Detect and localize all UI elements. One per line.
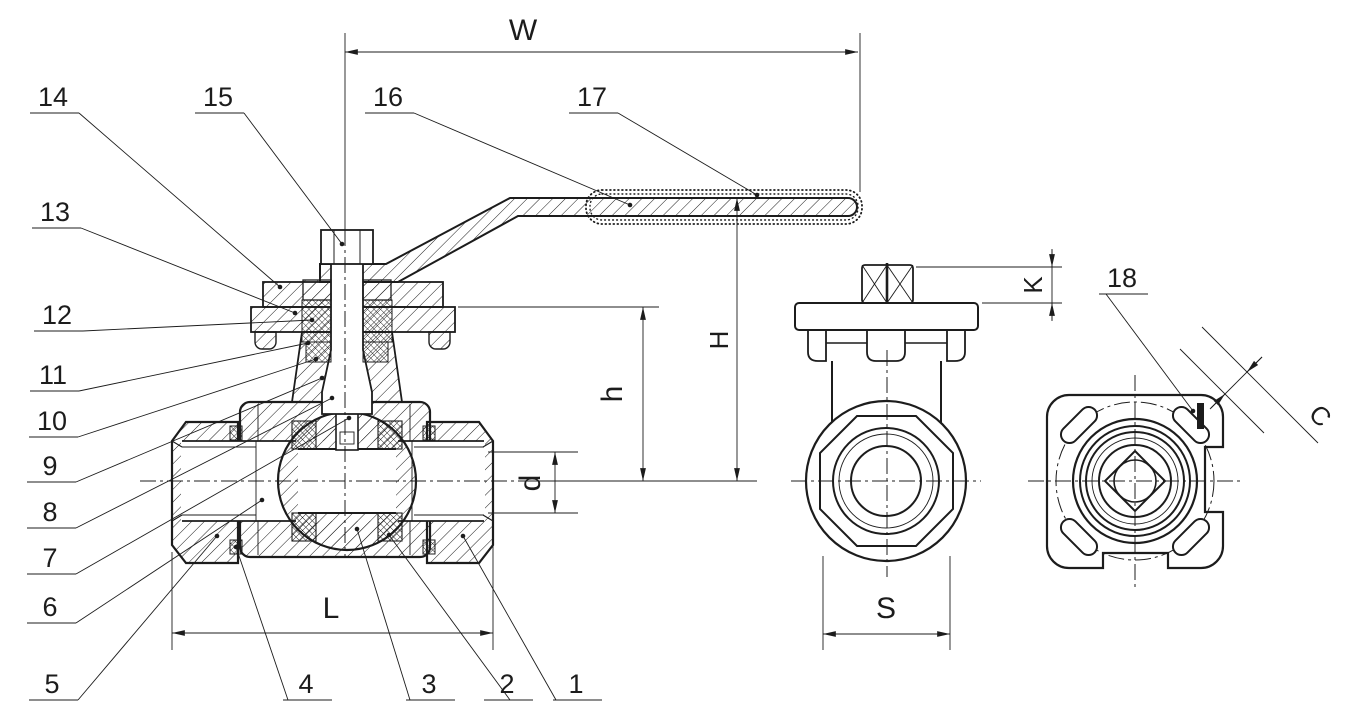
callout-label-3: 3 — [421, 669, 436, 699]
dim-label-h-pad: h — [596, 386, 629, 403]
callout-label-18: 18 — [1107, 263, 1137, 293]
body-seal-orings — [229, 425, 436, 555]
callout-9: 9 — [27, 375, 325, 483]
callout-label-15: 15 — [203, 82, 233, 112]
end-centerlines — [1028, 375, 1243, 590]
dim-s: S — [822, 556, 951, 650]
dim-k: K — [916, 249, 1062, 321]
end-view — [1028, 375, 1243, 590]
callout-13: 13 — [32, 197, 298, 316]
stem-nut-facets — [333, 230, 361, 264]
dim-label-w: W — [509, 14, 538, 47]
stop-pin — [1197, 403, 1204, 429]
side-centerlines — [791, 350, 981, 577]
end-mount-slots — [1059, 405, 1211, 557]
dim-label-c: C — [1303, 398, 1337, 432]
callout-8: 8 — [27, 395, 335, 529]
callout-label-11: 11 — [39, 360, 67, 390]
stem-packing — [301, 279, 393, 363]
callout-label-1: 1 — [568, 669, 583, 699]
callout-label-16: 16 — [373, 82, 403, 112]
callout-3: 3 — [354, 526, 455, 701]
callout-1: 1 — [460, 533, 602, 701]
callout-label-17: 17 — [577, 82, 607, 112]
seat-rings — [291, 420, 403, 542]
callout-label-2: 2 — [499, 669, 514, 699]
dim-label-h-total: H — [704, 331, 734, 350]
pad-foot-left — [254, 331, 277, 350]
dim-w: W — [345, 14, 861, 192]
dim-label-d: d — [514, 475, 547, 492]
side-body-columns — [831, 361, 942, 423]
side-hex-octagon — [819, 415, 954, 547]
callout-11: 11 — [30, 340, 311, 392]
dim-h-total: H — [704, 198, 740, 481]
callout-4: 4 — [233, 544, 332, 701]
callout-5: 5 — [29, 533, 220, 701]
callout-16: 16 — [365, 82, 633, 208]
dim-label-k: K — [1018, 276, 1048, 294]
dim-label-l: L — [323, 592, 340, 625]
callout-label-12: 12 — [42, 300, 72, 330]
dimensions: W H h d L S — [171, 14, 1338, 650]
side-stem-square — [861, 263, 914, 305]
callout-2: 2 — [386, 532, 533, 701]
callout-label-14: 14 — [38, 82, 68, 112]
side-view — [791, 263, 981, 577]
main-section-view — [140, 33, 863, 565]
callout-label-5: 5 — [44, 669, 59, 699]
callout-label-9: 9 — [42, 451, 57, 481]
callout-7: 7 — [27, 415, 352, 575]
dim-label-s: S — [876, 592, 896, 625]
handle-grip-sleeve-inner — [589, 193, 859, 221]
stem-tang-pin — [339, 431, 355, 445]
callout-label-6: 6 — [42, 592, 57, 622]
callout-label-4: 4 — [298, 669, 313, 699]
callout-label-7: 7 — [42, 543, 57, 573]
dim-d-bore: d — [488, 451, 578, 514]
dim-l: L — [171, 543, 494, 650]
handle-lever — [319, 197, 858, 283]
side-flange-lugs — [807, 330, 966, 362]
main-centerlines — [140, 33, 757, 556]
callout-18: 18 — [1099, 263, 1196, 414]
part-callouts: 14 13 12 11 10 9 8 — [27, 82, 1196, 701]
pad-foot-right — [428, 331, 451, 350]
callout-15: 15 — [195, 82, 345, 247]
callout-10: 10 — [29, 356, 319, 438]
callout-label-8: 8 — [42, 497, 57, 527]
callout-12: 12 — [34, 300, 315, 332]
callout-17: 17 — [569, 82, 760, 198]
callout-label-10: 10 — [37, 406, 67, 436]
callout-14: 14 — [30, 82, 283, 290]
stem-nut — [320, 229, 374, 265]
side-flange-plate — [794, 302, 979, 331]
dim-h-pad: h — [458, 306, 659, 481]
callout-label-13: 13 — [40, 197, 70, 227]
callout-6: 6 — [27, 497, 265, 624]
